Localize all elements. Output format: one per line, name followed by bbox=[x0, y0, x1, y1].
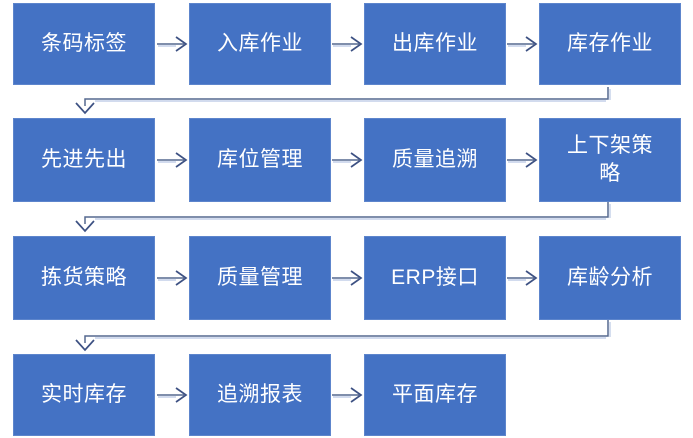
box-shelving-strategy: 上下架策略 bbox=[539, 118, 681, 202]
arrow-right-icon bbox=[507, 152, 538, 168]
arrow-right-icon bbox=[332, 270, 363, 286]
box-fifo: 先进先出 bbox=[13, 118, 155, 202]
arrow-right-icon bbox=[507, 36, 538, 52]
wrap-connector-arrow-icon bbox=[75, 320, 611, 352]
box-picking-strategy: 拣货策略 bbox=[13, 236, 155, 320]
box-location-management: 库位管理 bbox=[189, 118, 331, 202]
arrow-right-icon bbox=[157, 152, 188, 168]
wrap-connector-arrow-icon bbox=[75, 202, 611, 233]
box-realtime-inventory: 实时库存 bbox=[13, 354, 155, 436]
box-inventory-aging-analysis: 库龄分析 bbox=[539, 236, 681, 320]
box-inbound-operation: 入库作业 bbox=[189, 3, 331, 85]
arrow-right-icon bbox=[332, 152, 363, 168]
arrow-right-icon bbox=[332, 387, 363, 403]
box-inventory-operation: 库存作业 bbox=[539, 3, 681, 85]
arrow-right-icon bbox=[507, 270, 538, 286]
arrow-right-icon bbox=[157, 387, 188, 403]
box-barcode-label: 条码标签 bbox=[13, 3, 155, 85]
box-outbound-operation: 出库作业 bbox=[364, 3, 506, 85]
wrap-connector-arrow-icon bbox=[75, 87, 611, 115]
arrow-right-icon bbox=[332, 36, 363, 52]
box-tracing-report: 追溯报表 bbox=[189, 354, 331, 436]
arrow-right-icon bbox=[157, 36, 188, 52]
box-quality-tracing: 质量追溯 bbox=[364, 118, 506, 202]
box-erp-interface: ERP接口 bbox=[364, 236, 506, 320]
arrow-right-icon bbox=[157, 270, 188, 286]
box-flat-inventory: 平面库存 bbox=[364, 354, 506, 436]
box-quality-management: 质量管理 bbox=[189, 236, 331, 320]
